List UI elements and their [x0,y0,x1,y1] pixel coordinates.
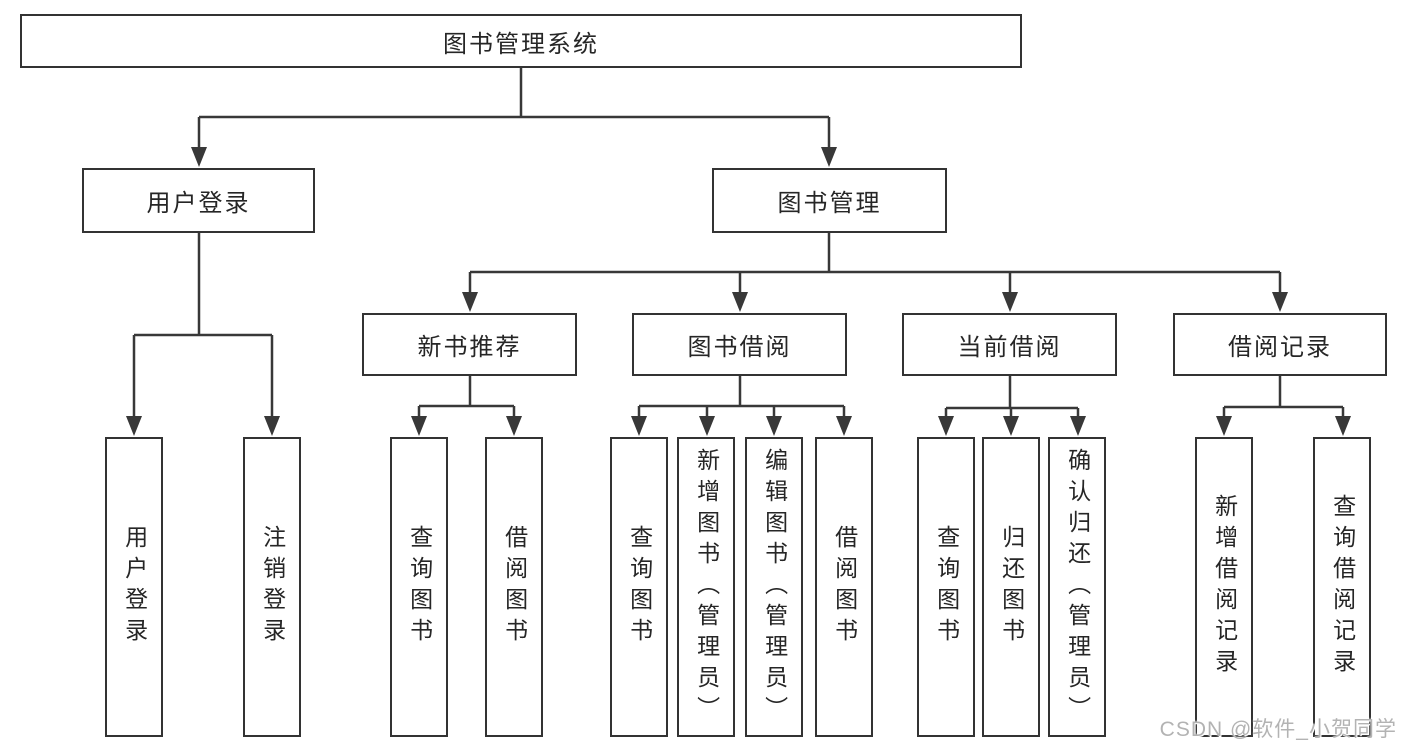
leaf-label: 查询图书 [626,525,653,649]
leaf-query-books: 查询图书 [610,437,668,737]
node-borrowing-records: 借阅记录 [1173,313,1387,376]
node-book-management: 图书管理 [712,168,947,233]
leaf-label: 注销登录 [259,525,286,649]
arrowhead [732,292,748,312]
leaf-add-borrow-record: 新增借阅记录 [1195,437,1253,737]
node-user-login: 用户登录 [82,168,315,233]
arrowhead [462,292,478,312]
leaf-label: 归还图书 [998,525,1025,649]
leaf-label: 借阅图书 [831,525,858,649]
arrowhead [1002,292,1018,312]
node-current-borrowing: 当前借阅 [902,313,1117,376]
connector-current-to-leaves [944,376,1080,419]
leaf-query-books: 查询图书 [917,437,975,737]
node-new-book-recommend: 新书推荐 [362,313,577,376]
connector-bookmgmt-to-groups [468,233,1282,295]
connector-userlogin-to-leaves [132,233,274,419]
leaf-return-books: 归还图书 [982,437,1040,737]
node-label: 图书管理 [777,190,882,217]
leaf-logout: 注销登录 [243,437,301,737]
node-book-borrowing: 图书借阅 [632,313,847,376]
connector-newbooks-to-leaves [417,376,516,419]
node-label: 新书推荐 [417,334,522,361]
arrowhead [191,147,207,167]
arrowhead [411,416,427,436]
arrowhead [126,416,142,436]
leaf-label: 编辑图书（管理员） [761,447,788,727]
leaf-borrow-books: 借阅图书 [815,437,873,737]
leaf-add-books-admin: 新增图书（管理员） [677,437,735,737]
csdn-watermark: CSDN @软件_小贺同学 [1159,718,1397,741]
node-label: 图书管理系统 [443,30,599,58]
leaf-confirm-return-admin: 确认归还（管理员） [1048,437,1106,737]
leaf-label: 查询借阅记录 [1329,494,1356,680]
leaf-label: 查询图书 [406,525,433,649]
arrowhead [1216,416,1232,436]
leaf-label: 借阅图书 [501,525,528,649]
leaf-query-books: 查询图书 [390,437,448,737]
leaf-label: 查询图书 [933,525,960,649]
node-library-management-system: 图书管理系统 [20,14,1022,68]
arrowhead [264,416,280,436]
leaf-user-login: 用户登录 [105,437,163,737]
leaf-label: 新增借阅记录 [1211,494,1238,680]
leaf-query-borrow-record: 查询借阅记录 [1313,437,1371,737]
node-label: 用户登录 [146,190,251,217]
connector-records-to-leaves [1222,376,1345,419]
arrowhead [938,416,954,436]
leaf-label: 确认归还（管理员） [1064,447,1091,727]
leaf-edit-books-admin: 编辑图书（管理员） [745,437,803,737]
arrowhead [821,147,837,167]
node-label: 图书借阅 [687,334,792,361]
arrowhead [631,416,647,436]
leaf-label: 用户登录 [121,525,148,649]
arrowhead [1070,416,1086,436]
arrowhead [506,416,522,436]
arrowhead [766,416,782,436]
connector-borrowing-to-leaves [637,376,846,419]
connector-root-to-level2 [197,68,831,150]
leaf-borrow-books: 借阅图书 [485,437,543,737]
node-label: 借阅记录 [1228,334,1332,361]
arrowhead [1335,416,1351,436]
arrowhead [836,416,852,436]
arrowhead [1272,292,1288,312]
node-label: 当前借阅 [957,334,1062,361]
arrowhead [699,416,715,436]
leaf-label: 新增图书（管理员） [693,447,720,727]
arrowhead [1003,416,1019,436]
